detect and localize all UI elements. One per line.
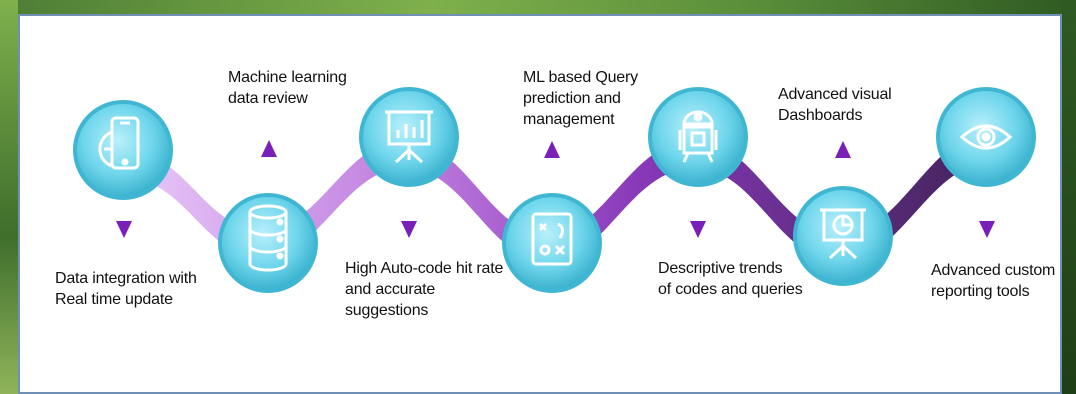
robot-icon	[678, 110, 718, 163]
frame-left-border	[0, 0, 18, 394]
step-5-label-line-1: Descriptive trends	[658, 260, 783, 277]
step-7-label: Advanced custom reporting tools	[931, 260, 1055, 302]
frame-top-border	[0, 0, 1076, 14]
step-1-label-line-2: Real time update	[55, 291, 173, 308]
step-1-circle	[73, 100, 173, 200]
step-2-circle	[218, 193, 318, 293]
step-6-label-line-1: Advanced visual	[778, 86, 892, 103]
down-arrow-step-1	[116, 221, 132, 238]
down-arrow-step-7	[979, 221, 995, 238]
step-3-label: High Auto-code hit rate and accurate sug…	[345, 258, 503, 321]
step-6-label: Advanced visual Dashboards	[778, 84, 892, 126]
up-arrow-step-4	[544, 141, 560, 158]
step-6-circle	[793, 186, 893, 286]
step-7-label-line-2: reporting tools	[931, 283, 1030, 300]
step-2-label-line-2: data review	[228, 90, 308, 107]
step-3-label-line-2: and accurate	[345, 281, 436, 298]
step-6-label-line-2: Dashboards	[778, 107, 863, 124]
strategy-board-icon	[531, 212, 573, 266]
step-4-label-line-1: ML based Query	[523, 69, 638, 86]
step-5-label-line-2: of codes and queries	[658, 281, 803, 298]
step-5-circle	[648, 87, 748, 187]
step-2-label: Machine learning data review	[228, 67, 347, 109]
frame-right-border	[1062, 0, 1076, 394]
step-4-label-line-3: management	[523, 111, 615, 128]
step-3-circle	[359, 87, 459, 187]
step-1-label: Data integration with Real time update	[55, 268, 197, 310]
down-arrow-step-5	[690, 221, 706, 238]
step-7-circle	[936, 87, 1036, 187]
step-1-label-line-1: Data integration with	[55, 270, 197, 287]
presentation-board-icon	[385, 110, 433, 164]
step-7-label-line-1: Advanced custom	[931, 262, 1056, 279]
step-3-label-line-3: suggestions	[345, 302, 429, 319]
step-4-label-line-2: prediction and	[523, 90, 621, 107]
eye-icon	[959, 124, 1013, 150]
step-4-circle	[502, 193, 602, 293]
step-2-label-line-1: Machine learning	[228, 69, 347, 86]
step-4-label: ML based Query prediction and management	[523, 67, 638, 130]
up-arrow-step-2	[261, 140, 277, 157]
step-3-label-line-1: High Auto-code hit rate	[345, 260, 504, 277]
step-5-label: Descriptive trends of codes and queries	[658, 258, 803, 300]
database-icon	[248, 204, 288, 272]
up-arrow-step-6	[835, 141, 851, 158]
pie-chart-board-icon	[820, 208, 866, 260]
down-arrow-step-3	[401, 221, 417, 238]
smartphone-globe-icon	[98, 116, 140, 170]
